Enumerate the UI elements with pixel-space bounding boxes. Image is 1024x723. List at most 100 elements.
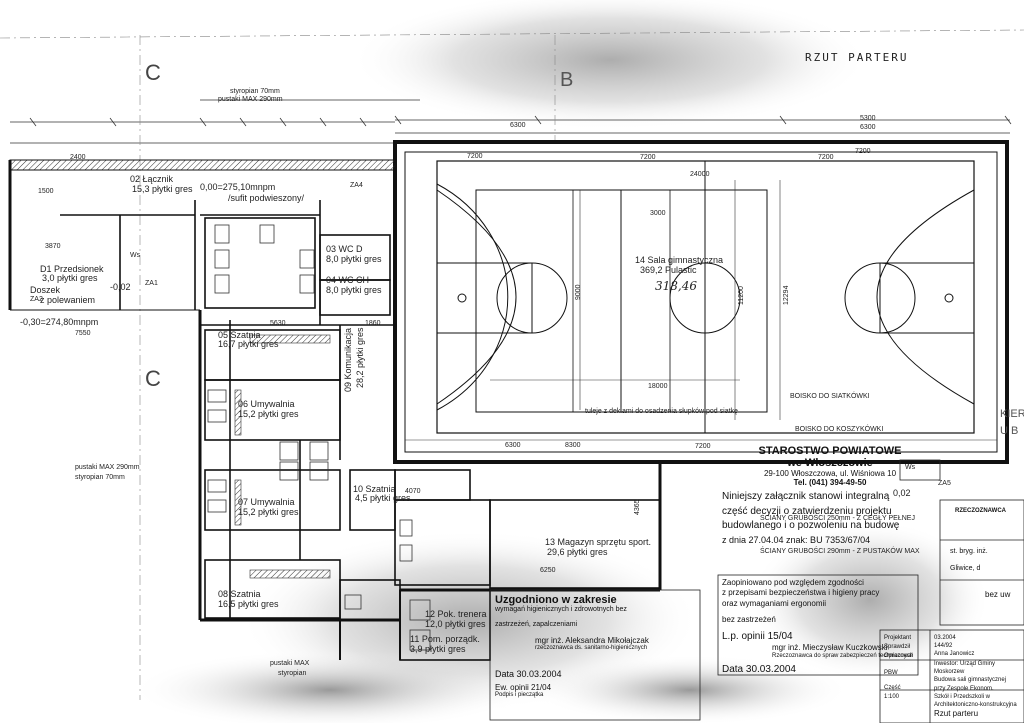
starostwo-text: Niniejszy załącznik stanowi integralną c…: [722, 490, 912, 547]
stamp-line: Tel. (041) 394-49-50: [793, 478, 867, 487]
room-area: 15,2 płytki gres: [238, 507, 299, 517]
title-block-labels: Projektant Sprawdził Opracował PBW Część…: [884, 634, 928, 702]
stamp-line: STAROSTWO POWIATOWE: [758, 445, 902, 457]
wall-legend-2: ŚCIANY GRUBOŚCI 290mm - Z PUSTAKÓW MAX: [760, 548, 920, 555]
dim-label: 5300: [860, 115, 876, 122]
dim-label: 6250: [540, 567, 556, 574]
dim-label: 24000: [690, 171, 710, 178]
dim-label: 1860: [365, 320, 381, 327]
stamp-line: Data 30.03.2004: [495, 669, 562, 679]
room-name: 05 Szatnia: [218, 330, 261, 340]
tb-label: 1:100: [884, 694, 900, 700]
room-name: 14 Sala gimnastyczna: [635, 255, 724, 265]
dim-label: 4070: [405, 488, 421, 495]
room-name: 10 Szatnia: [353, 484, 396, 494]
room-area: 369,2 Pulastic: [640, 265, 697, 275]
room-name: 08 Szatnia: [218, 589, 261, 599]
stamp-text: budowlanego i o pozwoleniu na budowę: [722, 520, 900, 531]
tb-value: Szkół i Przedszkoli w: [934, 693, 991, 700]
tb-label: Część: [884, 685, 901, 691]
gliwice-label: Gliwice, d: [950, 565, 981, 572]
room-name: 02 Łącznik: [130, 174, 174, 184]
tag-ws: Ws: [130, 252, 141, 259]
tag-za5: ZA5: [938, 480, 951, 487]
handwritten-area: 318,46: [655, 279, 697, 293]
tb-label: Projektant: [884, 635, 912, 641]
stamp-line: wymagań higienicznych i zdrowotnych bez: [495, 606, 627, 613]
bezuw-label: bez uw: [985, 590, 1011, 599]
tb-value: 03.2004: [934, 635, 956, 641]
dim-label: 7200: [695, 443, 711, 450]
room-name: 11 Pom. porządk.: [410, 634, 480, 644]
room-label: 1500: [38, 188, 54, 195]
room-name: 13 Magazyn sprzętu sport.: [545, 537, 652, 547]
room-area: 16,7 płytki gres: [218, 339, 279, 349]
room-area: 28,2 płytki gres: [355, 327, 365, 388]
stamp-line: we Włoszczowie: [787, 457, 873, 469]
volleyball-label: BOISKO DO SIATKÓWKI: [790, 393, 870, 400]
stamp-text: z dnia 27.04.04 znak: BU 7353/67/04: [722, 534, 871, 545]
bryg-label: st. bryg. inż.: [950, 548, 988, 555]
level-minus: -0,02: [110, 282, 131, 292]
sports-hall: [393, 140, 1009, 464]
dimension-ticks: [29, 115, 1012, 127]
dim-label: 7200: [855, 148, 871, 155]
copy-smudge: [530, 655, 850, 723]
stamp-line: Uzgodniono w zakresie: [495, 594, 617, 606]
dim-label: 3870: [45, 243, 61, 250]
stamp-line: oraz wymaganiami ergonomii: [722, 598, 827, 608]
room-area: 16,5 płytki gres: [218, 599, 279, 609]
note-styropian: styropian 70mm: [230, 88, 280, 95]
room-area: 15,2 płytki gres: [238, 409, 299, 419]
note-styropian-2: styropian 70mm: [75, 474, 125, 481]
dim-label: 6300: [860, 124, 876, 131]
dim-label: 7550: [75, 330, 91, 337]
stamp-line: rzeczoznawca ds. sanitarno-higienicznych: [535, 645, 648, 651]
title-block-values: 03.2004 144/92 Anna Janowicz Inwestor: U…: [934, 634, 1022, 720]
note-pustaki-3: pustaki MAX: [270, 660, 310, 667]
dim-label: 12294: [783, 285, 790, 305]
hall-dimension-lines: [405, 180, 997, 441]
room-area: 3,9 płytki gres: [410, 644, 466, 654]
room-name: 04 WC CH: [326, 275, 370, 285]
room-name: D1 Przedsionek: [40, 264, 104, 274]
stamp-line: Podpis i pieczątka: [495, 692, 544, 698]
note-pustaki: pustaki MAX 290mm: [218, 96, 283, 103]
ceiling-note: /sufit podwieszony/: [228, 193, 305, 203]
axis-label-c2: C: [145, 366, 161, 391]
dim-label: 8300: [565, 442, 581, 449]
tb-value: przy Zespole Ekonom.: [934, 685, 994, 692]
tag-ws-2: Ws: [905, 464, 916, 471]
tb-value: Anna Janowicz: [934, 651, 975, 658]
copy-smudge: [350, 0, 870, 130]
tuleje-note: tuleje z deklami do osadzenia słupków po…: [585, 408, 738, 415]
bhp-stamp: Zaopiniowano pod względem zgodności z pr…: [722, 578, 918, 676]
room-name: 07 Umywalnia: [238, 497, 295, 507]
tb-value: Budowa sali gimnastycznej: [934, 677, 1007, 684]
sanitary-fixtures: [207, 224, 431, 651]
dim-label: 18000: [648, 383, 668, 390]
room-area: 3,0 płytki gres: [42, 273, 98, 283]
tb-value: Inwestor: Urząd Gminy Moskorzew: [934, 661, 996, 676]
room-area: 12,0 płytki gres: [425, 619, 486, 629]
starostwo-stamp: STAROSTWO POWIATOWE we Włoszczowie 29-10…: [740, 445, 920, 487]
copy-smudge: [130, 650, 530, 723]
tb-label: Sprawdził: [884, 644, 911, 650]
stamp-line: z przepisami bezpieczeństwa i higieny pr…: [722, 588, 880, 598]
basketball-label: BOISKO DO KOSZYKÓWKI: [795, 426, 884, 433]
tag-za2: ZA2: [30, 296, 43, 303]
tb-value: 144/92: [934, 643, 953, 650]
dim-label: 4365: [634, 499, 641, 515]
doszek-note: Doszek: [30, 285, 61, 295]
room-name: 06 Umywalnia: [238, 399, 295, 409]
dim-label: 7200: [818, 154, 834, 161]
drawing-title: RZUT PARTERU: [805, 51, 909, 64]
dim-label: 2400: [70, 154, 86, 161]
room-area: 8,0 płytki gres: [326, 254, 382, 264]
stamp-line: Zaopiniowano pod względem zgodności: [722, 578, 864, 587]
axis-label-c: C: [145, 60, 161, 85]
dim-label: 3000: [650, 210, 666, 217]
stamp-text: Niniejszy załącznik stanowi integralną: [722, 491, 890, 502]
tb-label: Opracował: [884, 653, 913, 659]
